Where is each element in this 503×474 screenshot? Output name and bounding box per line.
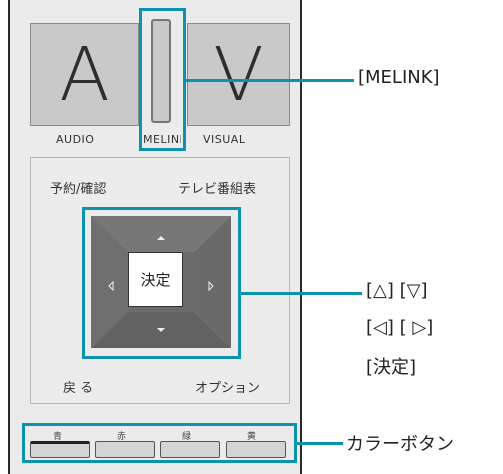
down-triangle-icon (157, 328, 165, 332)
audio-button[interactable]: A (30, 23, 139, 126)
green-button[interactable] (160, 441, 220, 458)
melink-highlight (139, 8, 186, 151)
left-arrow-button[interactable] (91, 216, 128, 348)
audio-button-letter: A (59, 31, 110, 118)
dpad-callout-line2: [◁] [ ▷] (366, 317, 434, 338)
enter-button[interactable]: 決定 (128, 252, 183, 307)
back-button[interactable]: 戻 る (63, 381, 94, 396)
blue-button[interactable] (30, 441, 90, 458)
red-button[interactable] (95, 441, 155, 458)
up-arrow-button[interactable] (91, 216, 231, 252)
reserve-confirm-button[interactable]: 予約/確認 (50, 182, 107, 197)
yellow-button[interactable] (226, 441, 286, 458)
color-label-yellow: 黄 (247, 432, 257, 442)
color-buttons-highlight (22, 423, 297, 463)
right-arrow-button[interactable] (194, 216, 231, 348)
melink-button[interactable] (151, 19, 171, 123)
option-button[interactable]: オプション (195, 381, 261, 396)
up-triangle-icon (157, 236, 165, 240)
enter-button-label: 決定 (140, 271, 171, 289)
dpad-highlight (82, 207, 241, 359)
color-label-blue: 青 (53, 432, 63, 442)
visual-button-letter: V (213, 31, 264, 118)
audio-label: AUDIO (56, 133, 95, 146)
dpad-callout-line3: [決定] (366, 357, 417, 378)
visual-label: VISUAL (203, 133, 246, 146)
right-triangle-icon (208, 280, 214, 292)
visual-button[interactable]: V (187, 23, 290, 126)
color-callout-line (297, 442, 343, 445)
left-triangle-icon (108, 280, 114, 292)
color-callout-label: カラーボタン (346, 434, 454, 455)
direction-pad (91, 216, 231, 348)
color-label-red: 赤 (117, 432, 127, 442)
melink-callout-label: [MELINK] (358, 67, 440, 88)
melink-label: MELINK (143, 133, 181, 146)
dpad-callout-line (241, 292, 362, 295)
program-guide-button[interactable]: テレビ番組表 (178, 182, 257, 197)
dpad-callout-line1: [△] [▽] (366, 280, 428, 301)
melink-callout-line (186, 79, 354, 82)
color-label-green: 緑 (182, 432, 192, 442)
